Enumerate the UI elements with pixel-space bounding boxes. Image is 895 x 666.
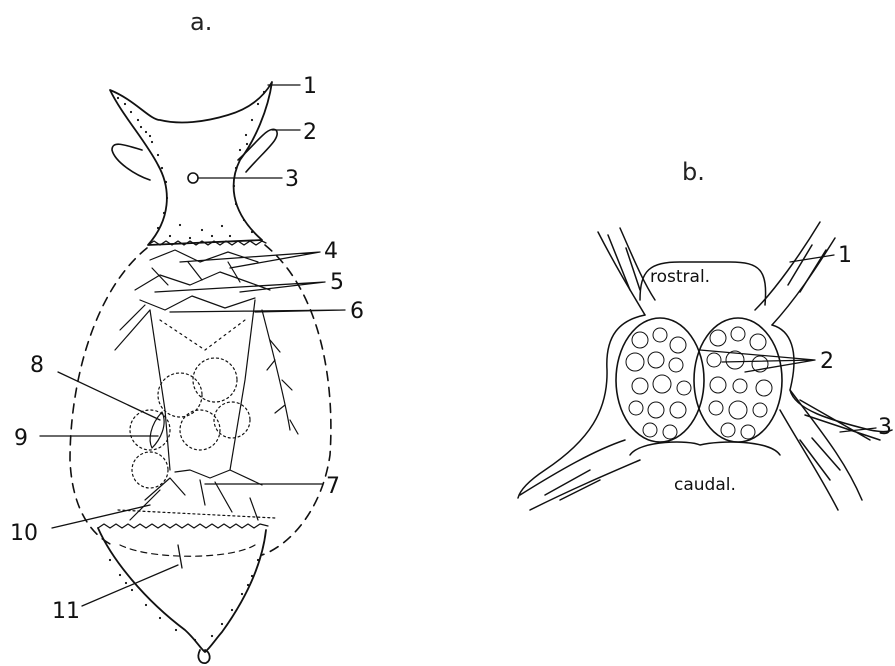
callout-b-3: 3 <box>878 415 892 440</box>
callout-a-3: 3 <box>285 167 299 192</box>
ganglion <box>616 318 782 442</box>
callout-a-10: 10 <box>10 521 38 546</box>
callout-b-2: 2 <box>820 349 834 374</box>
callout-a-8: 8 <box>30 353 44 378</box>
region-caudal: caudal. <box>674 475 736 495</box>
callout-a-5: 5 <box>330 270 344 295</box>
callout-a-11: 11 <box>52 599 80 624</box>
callout-a-2: 2 <box>303 120 317 145</box>
body-outline-dashed <box>70 245 331 555</box>
region-rostral: rostral. <box>650 267 710 287</box>
panel-a-label: a. <box>190 8 212 36</box>
trunk-structures <box>98 250 298 528</box>
panel-b-label: b. <box>682 158 705 186</box>
callout-b-1: 1 <box>838 243 852 268</box>
tail-segment <box>98 528 266 663</box>
callout-a-9: 9 <box>14 426 28 451</box>
callout-a-7: 7 <box>326 474 340 499</box>
callout-a-6: 6 <box>350 299 364 324</box>
callout-a-1: 1 <box>303 74 317 99</box>
panel-a: a. <box>10 8 364 663</box>
panel-b: b. <box>518 158 892 510</box>
panel-b-leaders <box>700 255 876 432</box>
callout-a-4: 4 <box>324 239 338 264</box>
nerve-trunks <box>518 222 892 510</box>
head-segment <box>110 82 277 245</box>
